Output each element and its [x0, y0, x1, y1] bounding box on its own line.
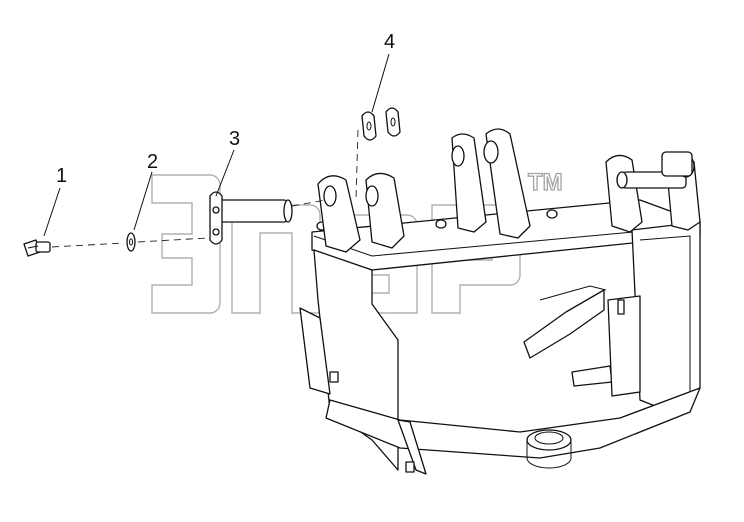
callout-2: 2 [147, 151, 158, 173]
part-3-pin [209, 191, 293, 245]
part-1-bolt [23, 239, 51, 257]
main-frame [299, 199, 701, 475]
left-lug-pair [317, 172, 405, 253]
callout-4: 4 [384, 31, 395, 53]
callout-1: 1 [56, 165, 67, 187]
right-lug-pair [605, 151, 701, 233]
part-2-washer [126, 232, 136, 252]
part-4-shims [361, 107, 401, 141]
callout-3: 3 [229, 128, 240, 150]
center-lug-pair [451, 128, 531, 239]
watermark-tm: TM [528, 169, 563, 196]
assembly-lines [51, 129, 359, 248]
callout-leaders [43, 53, 390, 237]
